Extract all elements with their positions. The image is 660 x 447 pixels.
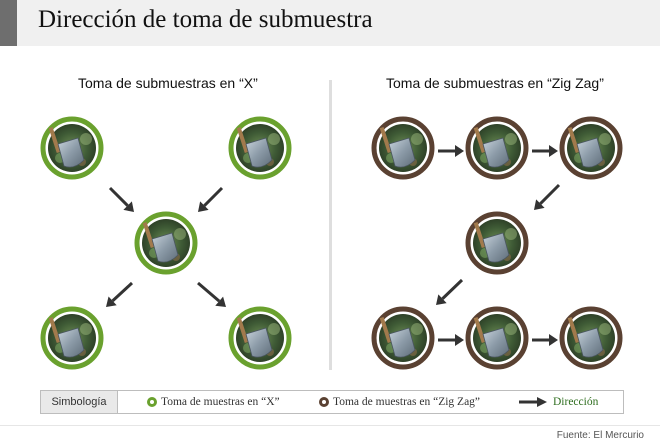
x-sample-point-3 xyxy=(134,211,198,275)
shovel-in-soil-icon xyxy=(472,123,522,173)
shovel-in-soil-icon xyxy=(378,313,428,363)
legend-item-arrow: Dirección xyxy=(519,391,598,413)
zigzag-arrow-1 xyxy=(438,145,464,157)
legend-item-x: Toma de muestras en “X” xyxy=(147,391,280,413)
zigzag-sample-point-6 xyxy=(465,306,529,370)
legend-item-zigzag-label: Toma de muestras en “Zig Zag” xyxy=(333,396,481,408)
title-accent xyxy=(0,0,17,46)
shovel-in-soil-icon xyxy=(235,313,285,363)
zigzag-arrow-6 xyxy=(532,334,558,346)
x-arrow-3 xyxy=(106,281,134,307)
zigzag-sample-point-1 xyxy=(371,116,435,180)
shovel-in-soil-icon xyxy=(141,218,191,268)
x-sample-point-5 xyxy=(228,306,292,370)
panel-title-x: Toma de submuestras en “X” xyxy=(78,75,258,91)
x-sample-point-2 xyxy=(228,116,292,180)
zigzag-sample-point-3 xyxy=(559,116,623,180)
zigzag-sample-point-4 xyxy=(465,211,529,275)
legend-item-zigzag: Toma de muestras en “Zig Zag” xyxy=(319,391,480,413)
shovel-in-soil-icon xyxy=(566,123,616,173)
zigzag-sample-point-5 xyxy=(371,306,435,370)
zigzag-arrow-3 xyxy=(534,183,561,210)
shovel-in-soil-icon xyxy=(472,218,522,268)
green-ring-icon xyxy=(147,397,157,407)
x-arrow-1 xyxy=(108,186,134,212)
legend-item-x-label: Toma de muestras en “X” xyxy=(161,396,280,408)
arrow-icon xyxy=(519,397,547,407)
zigzag-arrow-2 xyxy=(532,145,558,157)
legend: Simbología Toma de muestras en “X” Toma … xyxy=(40,390,624,414)
page-title: Dirección de toma de submuestra xyxy=(38,6,373,33)
shovel-in-soil-icon xyxy=(566,313,616,363)
source-credit: Fuente: El Mercurio xyxy=(556,430,644,441)
x-sample-point-1 xyxy=(40,116,104,180)
zigzag-arrow-4 xyxy=(436,278,464,305)
shovel-in-soil-icon xyxy=(47,313,97,363)
x-arrow-4 xyxy=(197,281,226,307)
shovel-in-soil-icon xyxy=(472,313,522,363)
zigzag-sample-point-7 xyxy=(559,306,623,370)
shovel-in-soil-icon xyxy=(235,123,285,173)
x-sample-point-4 xyxy=(40,306,104,370)
source-rule xyxy=(0,425,660,426)
title-bar: Dirección de toma de submuestra xyxy=(0,0,660,46)
shovel-in-soil-icon xyxy=(378,123,428,173)
x-arrow-2 xyxy=(198,186,224,212)
panel-title-zigzag: Toma de submuestras en “Zig Zag” xyxy=(386,75,604,91)
legend-item-arrow-label: Dirección xyxy=(553,396,599,408)
legend-label: Simbología xyxy=(41,391,118,413)
panel-divider xyxy=(329,80,332,370)
zigzag-sample-point-2 xyxy=(465,116,529,180)
brown-ring-icon xyxy=(319,397,329,407)
zigzag-arrow-5 xyxy=(438,334,464,346)
shovel-in-soil-icon xyxy=(47,123,97,173)
